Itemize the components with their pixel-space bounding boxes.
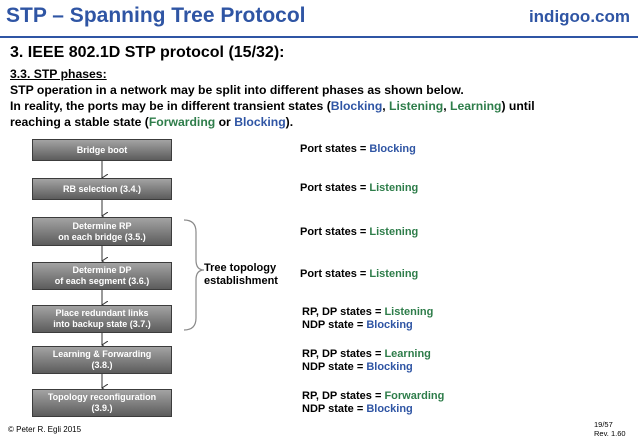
blocking-term: Blocking: [330, 99, 383, 113]
state-bridge-boot: Port states = Blocking: [300, 143, 416, 155]
learning-term: Learning: [450, 99, 502, 113]
revision: Rev. 1.60: [594, 429, 626, 438]
listening-term: Listening: [389, 99, 444, 113]
state-rb-selection: Port states = Listening: [300, 182, 419, 194]
state-determine-dp: Port states = Listening: [300, 268, 419, 280]
phase-box-rb-selection: RB selection (3.4.): [32, 178, 172, 200]
page-number: 19/57: [594, 420, 613, 429]
section-heading: 3. IEEE 802.1D STP protocol (15/32):: [10, 44, 285, 61]
body-line-3: reaching a stable state (Forwarding or B…: [10, 115, 294, 129]
phase-box-topology-reconfig: Topology reconfiguration(3.9.): [32, 389, 172, 417]
state-redundant-links: RP, DP states = Listening NDP state = Bl…: [302, 306, 434, 331]
body-line-2: In reality, the ports may be in differen…: [10, 99, 535, 113]
phase-box-learning-forwarding: Learning & Forwarding(3.8.): [32, 346, 172, 374]
brand-logo-text: indigoo.com: [528, 7, 630, 26]
body-line-1: STP operation in a network may be split …: [10, 83, 464, 97]
tree-topology-label: Tree topology establishment: [204, 262, 278, 287]
footer-copyright: © Peter R. Egli 2015: [8, 425, 82, 434]
blocking-term-2: Blocking: [234, 115, 286, 129]
state-determine-rp: Port states = Listening: [300, 226, 419, 238]
header-divider: [0, 36, 638, 38]
state-learning-forwarding: RP, DP states = Learning NDP state = Blo…: [302, 348, 431, 373]
subsection-heading: 3.3. STP phases:: [10, 67, 107, 81]
state-topology-reconfig: RP, DP states = Forwarding NDP state = B…: [302, 390, 445, 415]
page-title: STP – Spanning Tree Protocol: [6, 4, 306, 27]
phase-box-bridge-boot: Bridge boot: [32, 139, 172, 161]
tree-brace: [183, 219, 205, 331]
footer-page-info: 19/57 Rev. 1.60: [594, 420, 626, 438]
forwarding-term: Forwarding: [148, 115, 216, 129]
